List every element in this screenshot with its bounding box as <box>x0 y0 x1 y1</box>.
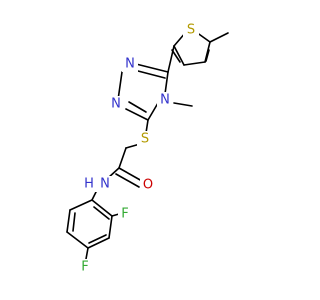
molecule-structure: S N N N S O N H F F <box>66 22 229 275</box>
atom-n-amide: N <box>100 177 110 192</box>
atom-n-triazole-top: N <box>125 57 135 72</box>
atom-f-ortho: F <box>121 207 128 222</box>
atom-f-para: F <box>81 260 88 275</box>
atom-labels: S N N N S O N H F F <box>78 22 199 275</box>
atom-n-triazole-methyl: N <box>160 93 170 108</box>
atom-n-triazole-left: N <box>111 97 121 112</box>
atom-o-carbonyl: O <box>143 178 153 193</box>
atom-s-thioether: S <box>141 132 149 147</box>
atom-h-amide: H <box>84 177 94 192</box>
atom-s-thiophene: S <box>187 23 195 38</box>
